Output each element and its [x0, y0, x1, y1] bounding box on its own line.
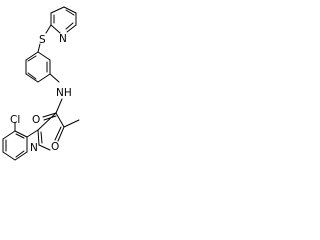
bond — [26, 129, 39, 138]
methyl-group — [63, 119, 80, 128]
bond — [14, 130, 28, 138]
bond — [37, 129, 40, 146]
bond — [55, 112, 65, 128]
bond — [37, 112, 57, 131]
bond — [55, 98, 63, 114]
bond — [2, 130, 16, 140]
atom-label-carbonyl-o: O — [32, 114, 40, 126]
double-bond — [15, 133, 25, 139]
double-bond — [27, 55, 37, 62]
atom-label-pyridine-n: N — [59, 33, 67, 45]
bond — [63, 119, 80, 128]
phenylene-ring — [25, 51, 51, 83]
molecule-structure-diagram: S N NH O O N Cl — [2, 6, 80, 161]
bond — [50, 24, 61, 34]
double-bond — [40, 131, 43, 144]
atom-label-chloro: Cl — [10, 114, 20, 126]
atom-label-sulfur: S — [39, 34, 46, 46]
bond — [42, 112, 57, 118]
atom-label-isoxazole-o: O — [51, 141, 59, 153]
double-bond — [15, 150, 25, 158]
atom-label-isoxazole-n: N — [30, 142, 38, 154]
bond — [2, 151, 16, 161]
chlorophenyl-ring — [2, 122, 39, 161]
bond — [49, 73, 60, 83]
double-bond — [65, 22, 74, 30]
bond — [37, 43, 41, 53]
thioether-link — [37, 24, 52, 53]
bond — [63, 6, 77, 14]
bond — [66, 24, 77, 33]
atom-label-amide-nh: NH — [56, 87, 72, 99]
bond — [25, 73, 39, 83]
isoxazole-ring — [37, 112, 65, 151]
bond — [14, 151, 28, 161]
bond — [38, 144, 51, 151]
bond — [57, 126, 65, 142]
double-bond — [27, 72, 37, 80]
pyridine-ring — [50, 6, 77, 34]
bond — [37, 51, 51, 61]
double-bond — [54, 126, 62, 141]
bond — [45, 24, 52, 34]
bond — [25, 51, 39, 61]
double-bond — [65, 9, 75, 16]
bond — [50, 6, 65, 14]
bond — [37, 73, 51, 83]
